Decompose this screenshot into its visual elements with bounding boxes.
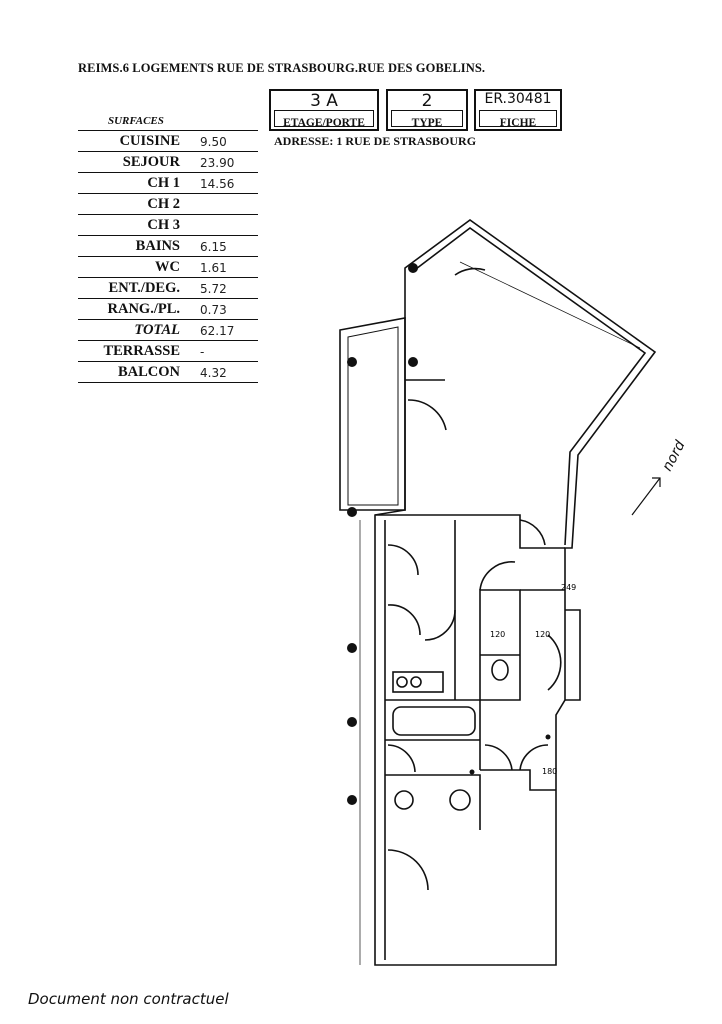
- surface-label: SEJOUR: [122, 154, 180, 170]
- etage-porte-value: 3 A: [310, 91, 338, 111]
- fiche-value: ER.30481: [484, 91, 552, 107]
- etage-porte-box: 3 A ETAGE/PORTE: [269, 89, 379, 131]
- surface-row-bains: BAINS 6.15: [78, 236, 258, 257]
- surface-row-total: TOTAL 62.17: [78, 320, 258, 341]
- surface-label: WC: [155, 259, 180, 275]
- type-value: 2: [421, 91, 433, 111]
- surface-row-cuisine: CUISINE 9.50: [78, 131, 258, 152]
- surface-row-ch1: CH 1 14.56: [78, 173, 258, 194]
- surface-label: TERRASSE: [103, 343, 180, 359]
- surface-row-ch2: CH 2: [78, 194, 258, 215]
- type-box: 2 TYPE: [386, 89, 468, 131]
- surface-value: 4.32: [200, 366, 227, 380]
- surface-label: ENT./DEG.: [108, 280, 180, 296]
- surface-value: 6.15: [200, 240, 227, 254]
- surface-value: 14.56: [200, 177, 235, 191]
- surface-row-entree: ENT./DEG. 5.72: [78, 278, 258, 299]
- surface-row-balcon: BALCON 4.32: [78, 362, 258, 383]
- surface-label: BALCON: [117, 364, 180, 380]
- surface-row-wc: WC 1.61: [78, 257, 258, 278]
- surface-value: 62.17: [200, 324, 235, 338]
- dim-label: 249: [561, 583, 576, 592]
- dim-label: 120: [535, 630, 550, 639]
- address: ADRESSE: 1 RUE DE STRASBOURG: [274, 134, 477, 148]
- dim-label: 120: [490, 630, 505, 639]
- surface-label: CH 2: [147, 196, 180, 212]
- surface-label: BAINS: [135, 238, 180, 254]
- surfaces-heading: SURFACES: [108, 115, 164, 127]
- surface-label: CUISINE: [119, 133, 180, 149]
- surface-value: -: [200, 345, 205, 359]
- type-label: TYPE: [411, 117, 443, 129]
- surface-row-rangement: RANG./PL. 0.73: [78, 299, 258, 320]
- disclaimer-note: Document non contractuel: [28, 990, 229, 1008]
- surface-value: 9.50: [200, 135, 227, 149]
- fiche-box: ER.30481 FICHE: [474, 89, 562, 131]
- surface-label: CH 1: [147, 175, 180, 191]
- dim-label: 180: [542, 767, 557, 776]
- surface-row-terrasse: TERRASSE -: [78, 341, 258, 362]
- surface-label: CH 3: [147, 217, 180, 233]
- surface-value: 5.72: [200, 282, 227, 296]
- surface-label: TOTAL: [134, 322, 180, 338]
- fiche-label: FICHE: [499, 117, 537, 129]
- surface-value: 1.61: [200, 261, 227, 275]
- surface-row-ch3: CH 3: [78, 215, 258, 236]
- surface-row-sejour: SEJOUR 23.90: [78, 152, 258, 173]
- surface-value: 23.90: [200, 156, 235, 170]
- surface-label: RANG./PL.: [107, 301, 181, 317]
- document-title: REIMS.6 LOGEMENTS RUE DE STRASBOURG.RUE …: [78, 61, 486, 75]
- surface-value: 0.73: [200, 303, 227, 317]
- etage-porte-label: ETAGE/PORTE: [283, 117, 365, 129]
